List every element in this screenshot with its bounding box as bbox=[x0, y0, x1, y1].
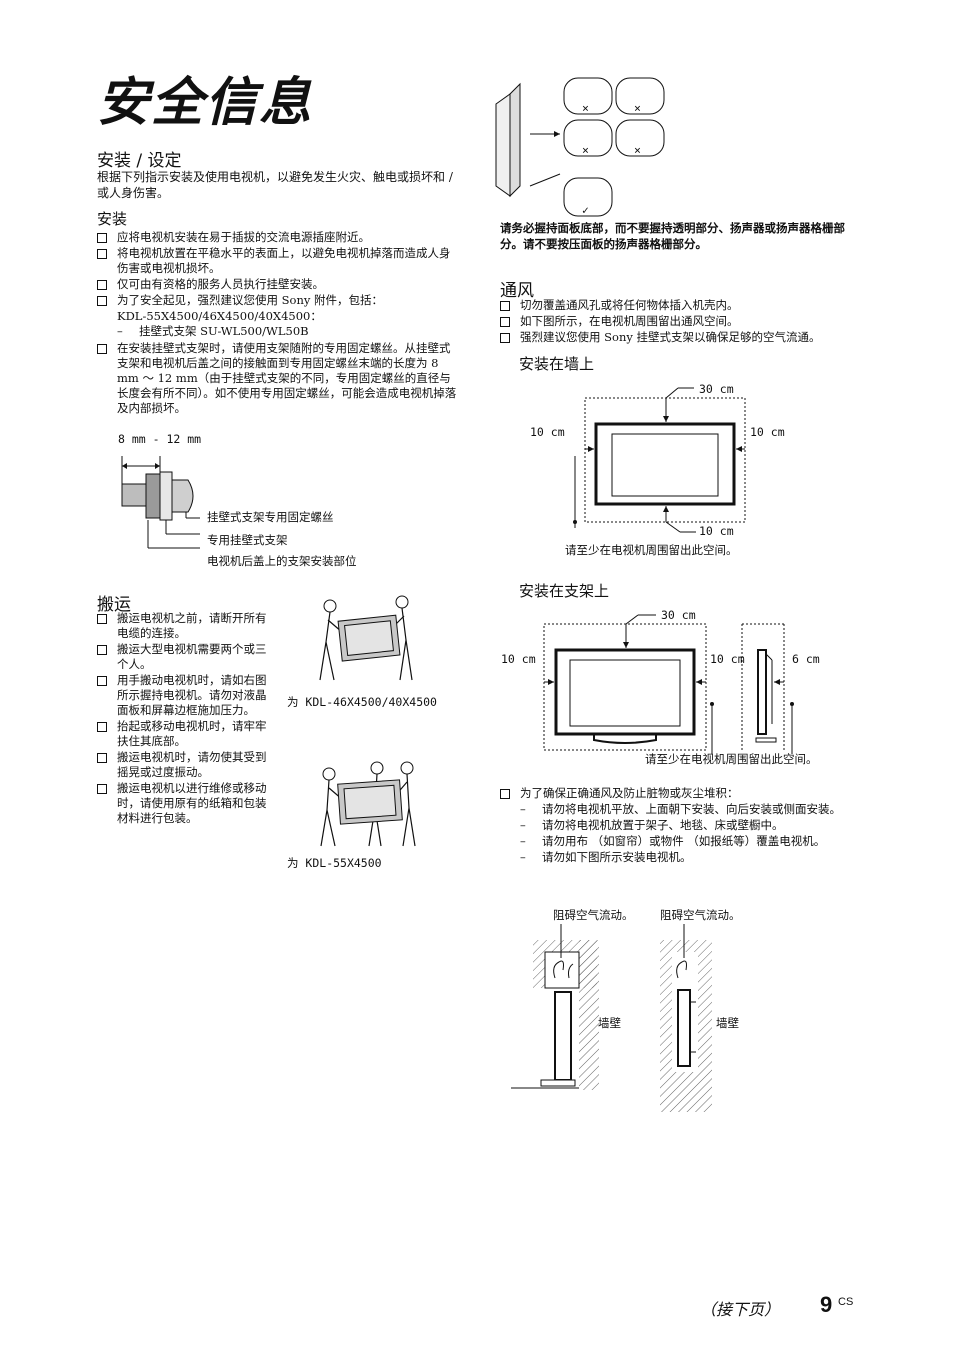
transport-item: 搬运电视机以进行维修或移动时，请使用原有的纸箱和包装材料进行包装。 bbox=[97, 781, 269, 826]
dust-sub-item: 请勿用布 （如窗帘）或物件 （如报纸等）覆盖电视机。 bbox=[500, 834, 860, 849]
ventilation-item: 切勿覆盖通风孔或将任何物体插入机壳内。 bbox=[500, 298, 870, 313]
transport-item: 抬起或移动电视机时，请牢牢扶住其底部。 bbox=[97, 719, 269, 749]
install-list: 应将电视机安装在易于插拔的交流电源插座附近。 将电视机放置在平稳水平的表面上，以… bbox=[97, 230, 457, 417]
transport-item: 搬运电视机时，请勿使其受到摇晃或过度振动。 bbox=[97, 750, 269, 780]
continued-label: （接下页） bbox=[700, 1300, 781, 1319]
bracket-label: 专用挂壁式支架 bbox=[207, 533, 288, 547]
install-models: KDL-55X4500/46X4500/40X4500： bbox=[117, 309, 322, 323]
install-item: 将电视机放置在平稳水平的表面上，以避免电视机掉落而造成人身伤害或电视机损坏。 bbox=[97, 246, 457, 276]
hold-caption: 请务必握持面板底部，而不要握持透明部分、扬声器或扬声器格栅部分。请不要按压面板的… bbox=[500, 221, 845, 251]
screw-dimension-label: 8 mm - 12 mm bbox=[118, 432, 202, 446]
install-item: 为了安全起见，强烈建议您使用 Sony 附件，包括： bbox=[97, 293, 457, 308]
blocked-label-1: 阻碍空气流动。 bbox=[553, 908, 634, 922]
wall-left-gap: 10 cm bbox=[530, 425, 565, 439]
wall-diagram bbox=[573, 387, 746, 533]
dust-sub-item: 请勿如下图所示安装电视机。 bbox=[500, 850, 860, 865]
install-item: 仅可由有资格的服务人员执行挂壁安装。 bbox=[97, 277, 457, 292]
wall-label-1: 墙壁 bbox=[598, 1016, 621, 1030]
svg-text:✓: ✓ bbox=[582, 203, 589, 217]
dust-sub-item: 请勿将电视机放置于架子、地毯、床或壁橱中。 bbox=[500, 818, 860, 833]
dust-item: 为了确保正确通风及防止脏物或灰尘堆积： bbox=[500, 786, 860, 801]
screw-figure bbox=[121, 456, 200, 549]
blocked-label-2: 阻碍空气流动。 bbox=[660, 908, 741, 922]
blocked-figure-2 bbox=[660, 924, 712, 1112]
install-bracket: 挂壁式支架 SU-WL500/WL50B bbox=[97, 324, 457, 339]
transport-list: 搬运电视机之前，请断开所有电缆的连接。 搬运大型电视机需要两个或三个人。 用手搬… bbox=[97, 611, 269, 827]
wall-caption: 请至少在电视机周围留出此空间。 bbox=[565, 543, 738, 557]
install-setup-heading: 安装 / 设定 bbox=[97, 151, 182, 171]
install-item: 应将电视机安装在易于插拔的交流电源插座附近。 bbox=[97, 230, 457, 245]
svg-text:×: × bbox=[582, 143, 589, 157]
svg-text:×: × bbox=[634, 101, 641, 115]
wall-heading: 安装在墙上 bbox=[519, 355, 595, 373]
ventilation-list: 切勿覆盖通风孔或将任何物体插入机壳内。 如下图所示，在电视机周围留出通风空间。 … bbox=[500, 298, 870, 346]
wall-right-gap: 10 cm bbox=[750, 425, 785, 439]
hold-figure: × × × × ✓ bbox=[495, 77, 665, 217]
dust-sub-item: 请勿将电视机平放、上面朝下安装、向后安装或侧面安装。 bbox=[500, 802, 860, 817]
svg-text:×: × bbox=[582, 101, 589, 115]
page-suffix: CS bbox=[838, 1296, 854, 1308]
stand-diagram bbox=[543, 614, 794, 754]
wall-top-gap: 30 cm bbox=[699, 382, 734, 396]
ventilation-item: 强烈建议您使用 Sony 挂壁式支架以确保足够的空气流通。 bbox=[500, 330, 870, 345]
svg-text:×: × bbox=[634, 143, 641, 157]
stand-caption: 请至少在电视机周围留出此空间。 bbox=[645, 752, 818, 766]
wall-label-2: 墙壁 bbox=[716, 1016, 739, 1030]
dust-list: 为了确保正确通风及防止脏物或灰尘堆积： 请勿将电视机平放、上面朝下安装、向后安装… bbox=[500, 786, 860, 866]
page-number: 9 bbox=[820, 1292, 833, 1317]
stand-side-gap: 6 cm bbox=[792, 652, 820, 666]
mount-label: 电视机后盖上的支架安装部位 bbox=[207, 554, 357, 568]
install-item: 在安装挂壁式支架时，请使用支架随附的专用固定螺丝。从挂壁式支架和电视机后盖之间的… bbox=[97, 341, 457, 416]
screw-label: 挂壁式支架专用固定螺丝 bbox=[207, 510, 334, 524]
transport-item: 搬运电视机之前，请断开所有电缆的连接。 bbox=[97, 611, 269, 641]
carry-caption-2: 为 KDL-55X4500 bbox=[287, 856, 382, 870]
install-setup-intro: 根据下列指示安装及使用电视机，以避免发生火灾、触电或损坏和 / 或人身伤害。 bbox=[97, 170, 453, 200]
page-title: 安全信息 bbox=[97, 73, 314, 133]
transport-item: 搬运大型电视机需要两个或三个人。 bbox=[97, 642, 269, 672]
transport-item: 用手搬动电视机时，请如右图所示握持电视机。请勿对液晶面板和屏幕边框施加压力。 bbox=[97, 673, 269, 718]
carry-figure-1 bbox=[319, 595, 413, 681]
wall-bottom-gap: 10 cm bbox=[699, 524, 734, 538]
stand-top-gap: 30 cm bbox=[661, 608, 696, 622]
stand-heading: 安装在支架上 bbox=[519, 582, 610, 600]
blocked-figure-1 bbox=[511, 924, 599, 1090]
carry-caption-1: 为 KDL-46X4500/40X4500 bbox=[287, 695, 437, 709]
stand-right-gap: 10 cm bbox=[710, 652, 745, 666]
stand-left-gap: 10 cm bbox=[501, 652, 536, 666]
install-heading: 安装 bbox=[97, 210, 128, 228]
carry-figure-2 bbox=[320, 761, 416, 847]
transport-heading: 搬运 bbox=[97, 595, 131, 615]
ventilation-item: 如下图所示，在电视机周围留出通风空间。 bbox=[500, 314, 870, 329]
ventilation-heading: 通风 bbox=[500, 281, 534, 301]
